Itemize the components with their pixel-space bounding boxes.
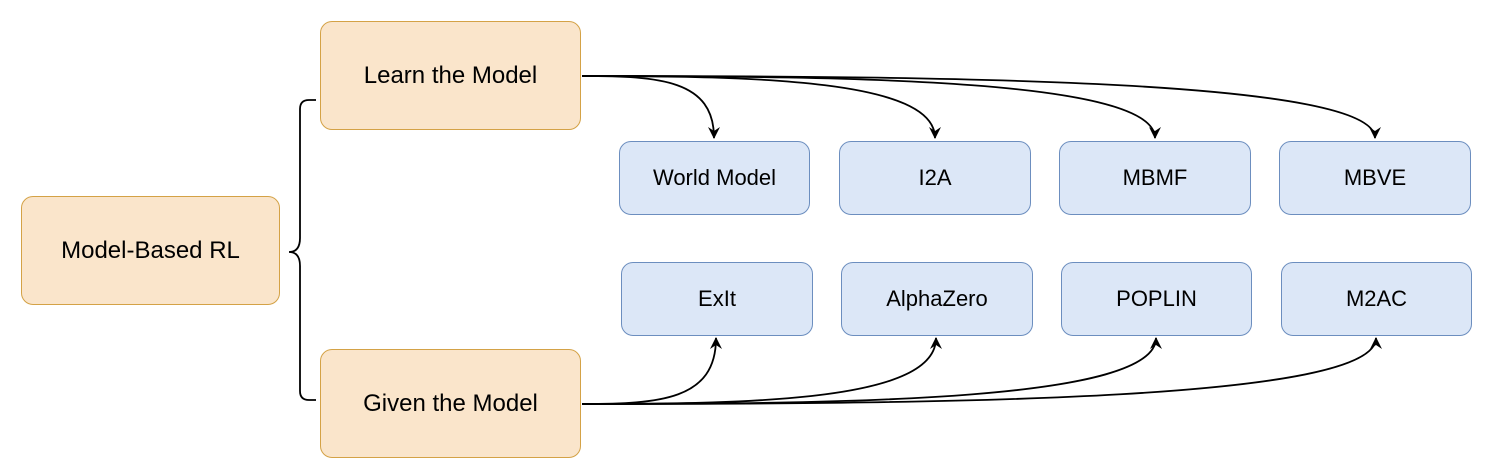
branch-node-learn-the-model: Learn the Model [320,21,581,130]
method-node-mbve: MBVE [1279,141,1471,215]
arrow-learn-to-i2a [581,75,941,139]
method-node-exit: ExIt [621,262,813,336]
arrow-learn-to-mbve [581,75,1381,139]
arrow-learn-to-mbmf [581,75,1161,139]
arrow-learn-to-world-model [581,75,720,139]
arrow-given-to-poplin [581,337,1162,405]
arrow-given-to-alphazero [581,337,942,405]
root-node-label: Model-Based RL [61,236,240,264]
method-label: POPLIN [1116,286,1197,311]
branch-given-label: Given the Model [363,389,538,417]
method-label: World Model [652,165,777,190]
method-node-world-model: World Model [619,141,810,215]
method-node-poplin: POPLIN [1061,262,1252,336]
method-label: M2AC [1345,286,1408,311]
method-node-mbmf: MBMF [1059,141,1251,215]
method-node-alphazero: AlphaZero [841,262,1033,336]
arrow-given-to-exit [581,337,722,405]
branch-node-given-the-model: Given the Model [320,349,581,458]
arrow-given-to-m2ac [581,337,1382,405]
method-node-m2ac: M2AC [1281,262,1472,336]
method-label: AlphaZero [886,286,988,311]
method-node-i2a: I2A [839,141,1031,215]
root-node-model-based-rl: Model-Based RL [21,196,280,305]
method-label: I2A [918,165,952,190]
branch-learn-label: Learn the Model [363,61,538,89]
method-label: MBMF [1122,165,1188,190]
method-label: MBVE [1343,165,1407,190]
method-label: ExIt [698,286,736,311]
hierarchy-brace [288,99,316,401]
